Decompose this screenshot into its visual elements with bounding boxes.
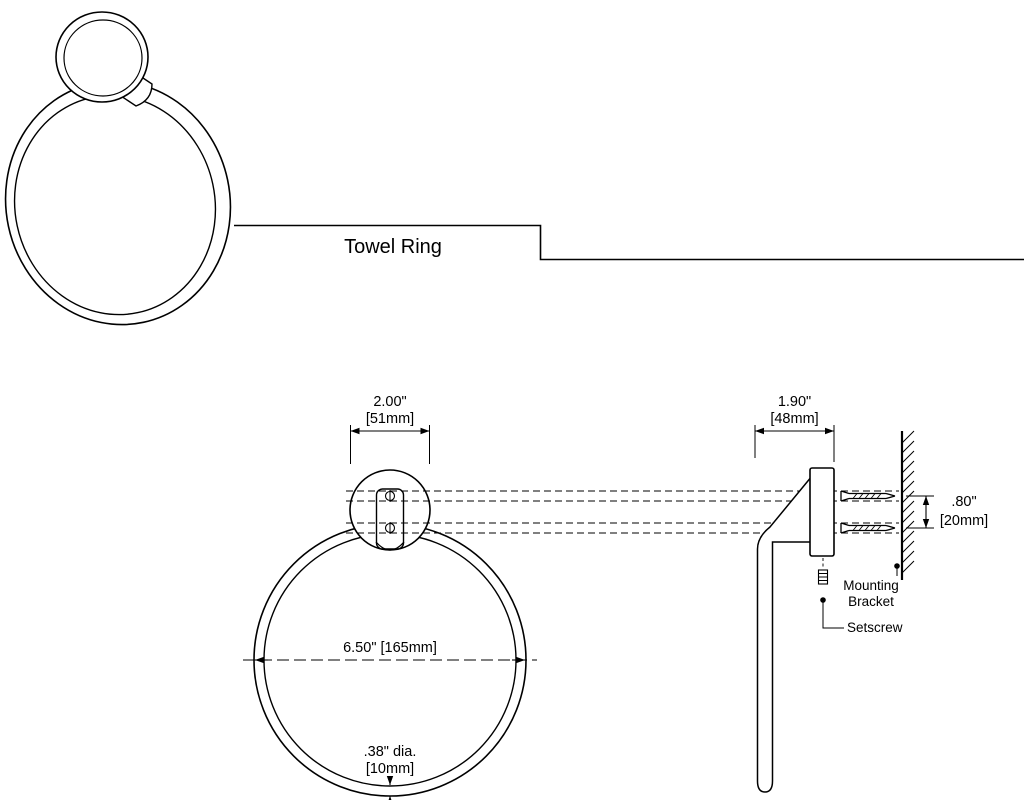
- screw-threads: [852, 525, 882, 531]
- mounting-plate-side: [809, 467, 835, 557]
- bracket-width-inches: 2.00": [373, 394, 406, 410]
- perspective-view: [4, 11, 232, 326]
- bracket-arm-and-ring-side: [756, 473, 813, 793]
- tube-diameter-mm: [10mm]: [366, 761, 414, 777]
- screw-spacing-mm: [20mm]: [940, 513, 988, 529]
- dimension-screw-spacing: .80" [20mm]: [906, 494, 988, 529]
- screw-bottom-front-icon: [384, 522, 396, 534]
- screw-top-side-icon: [840, 490, 896, 502]
- projection-mm: [48mm]: [770, 411, 818, 427]
- side-view: Setscrew Mounting Bracket: [756, 430, 915, 793]
- front-view: [253, 469, 527, 797]
- dimension-tube-diameter: .38" dia. [10mm]: [364, 744, 417, 800]
- wall-hatch: [901, 430, 915, 574]
- screw-spacing-inches: .80": [951, 494, 976, 510]
- bracket-neck-front: [375, 488, 405, 550]
- mounting-bracket-label-line1: Mounting: [843, 578, 899, 593]
- title-step-line: [234, 224, 1024, 261]
- setscrew-leader-dot: [820, 597, 826, 603]
- screw-top-front-icon: [384, 490, 396, 502]
- dimension-ring-diameter: 6.50" [165mm]: [243, 640, 537, 664]
- dimension-bracket-width: 2.00" [51mm]: [350, 394, 430, 464]
- bracket-width-mm: [51mm]: [366, 411, 414, 427]
- ring-diameter-text: 6.50" [165mm]: [343, 640, 437, 656]
- mounting-bracket-leader-dot: [894, 563, 900, 569]
- wall-flange-outer-perspective: [55, 11, 149, 103]
- tube-diameter-inches: .38" dia.: [364, 744, 417, 760]
- screw-threads: [852, 493, 882, 499]
- setscrew-label: Setscrew: [847, 620, 903, 635]
- wall-flange-inner-perspective: [63, 19, 143, 97]
- screw-bottom-side-icon: [840, 522, 896, 534]
- mounting-bracket-label-line2: Bracket: [848, 594, 894, 609]
- page-title: Towel Ring: [344, 236, 442, 258]
- ring-hook-front: [375, 541, 405, 551]
- projection-dashed-lines: [346, 490, 899, 534]
- ring-inner-perspective: [13, 94, 217, 316]
- setscrew-leader-line: [822, 601, 844, 629]
- projection-inches: 1.90": [778, 394, 811, 410]
- dimension-projection: 1.90" [48mm]: [754, 394, 835, 462]
- setscrew-icon: [817, 569, 829, 585]
- title-block: Towel Ring: [234, 224, 1024, 261]
